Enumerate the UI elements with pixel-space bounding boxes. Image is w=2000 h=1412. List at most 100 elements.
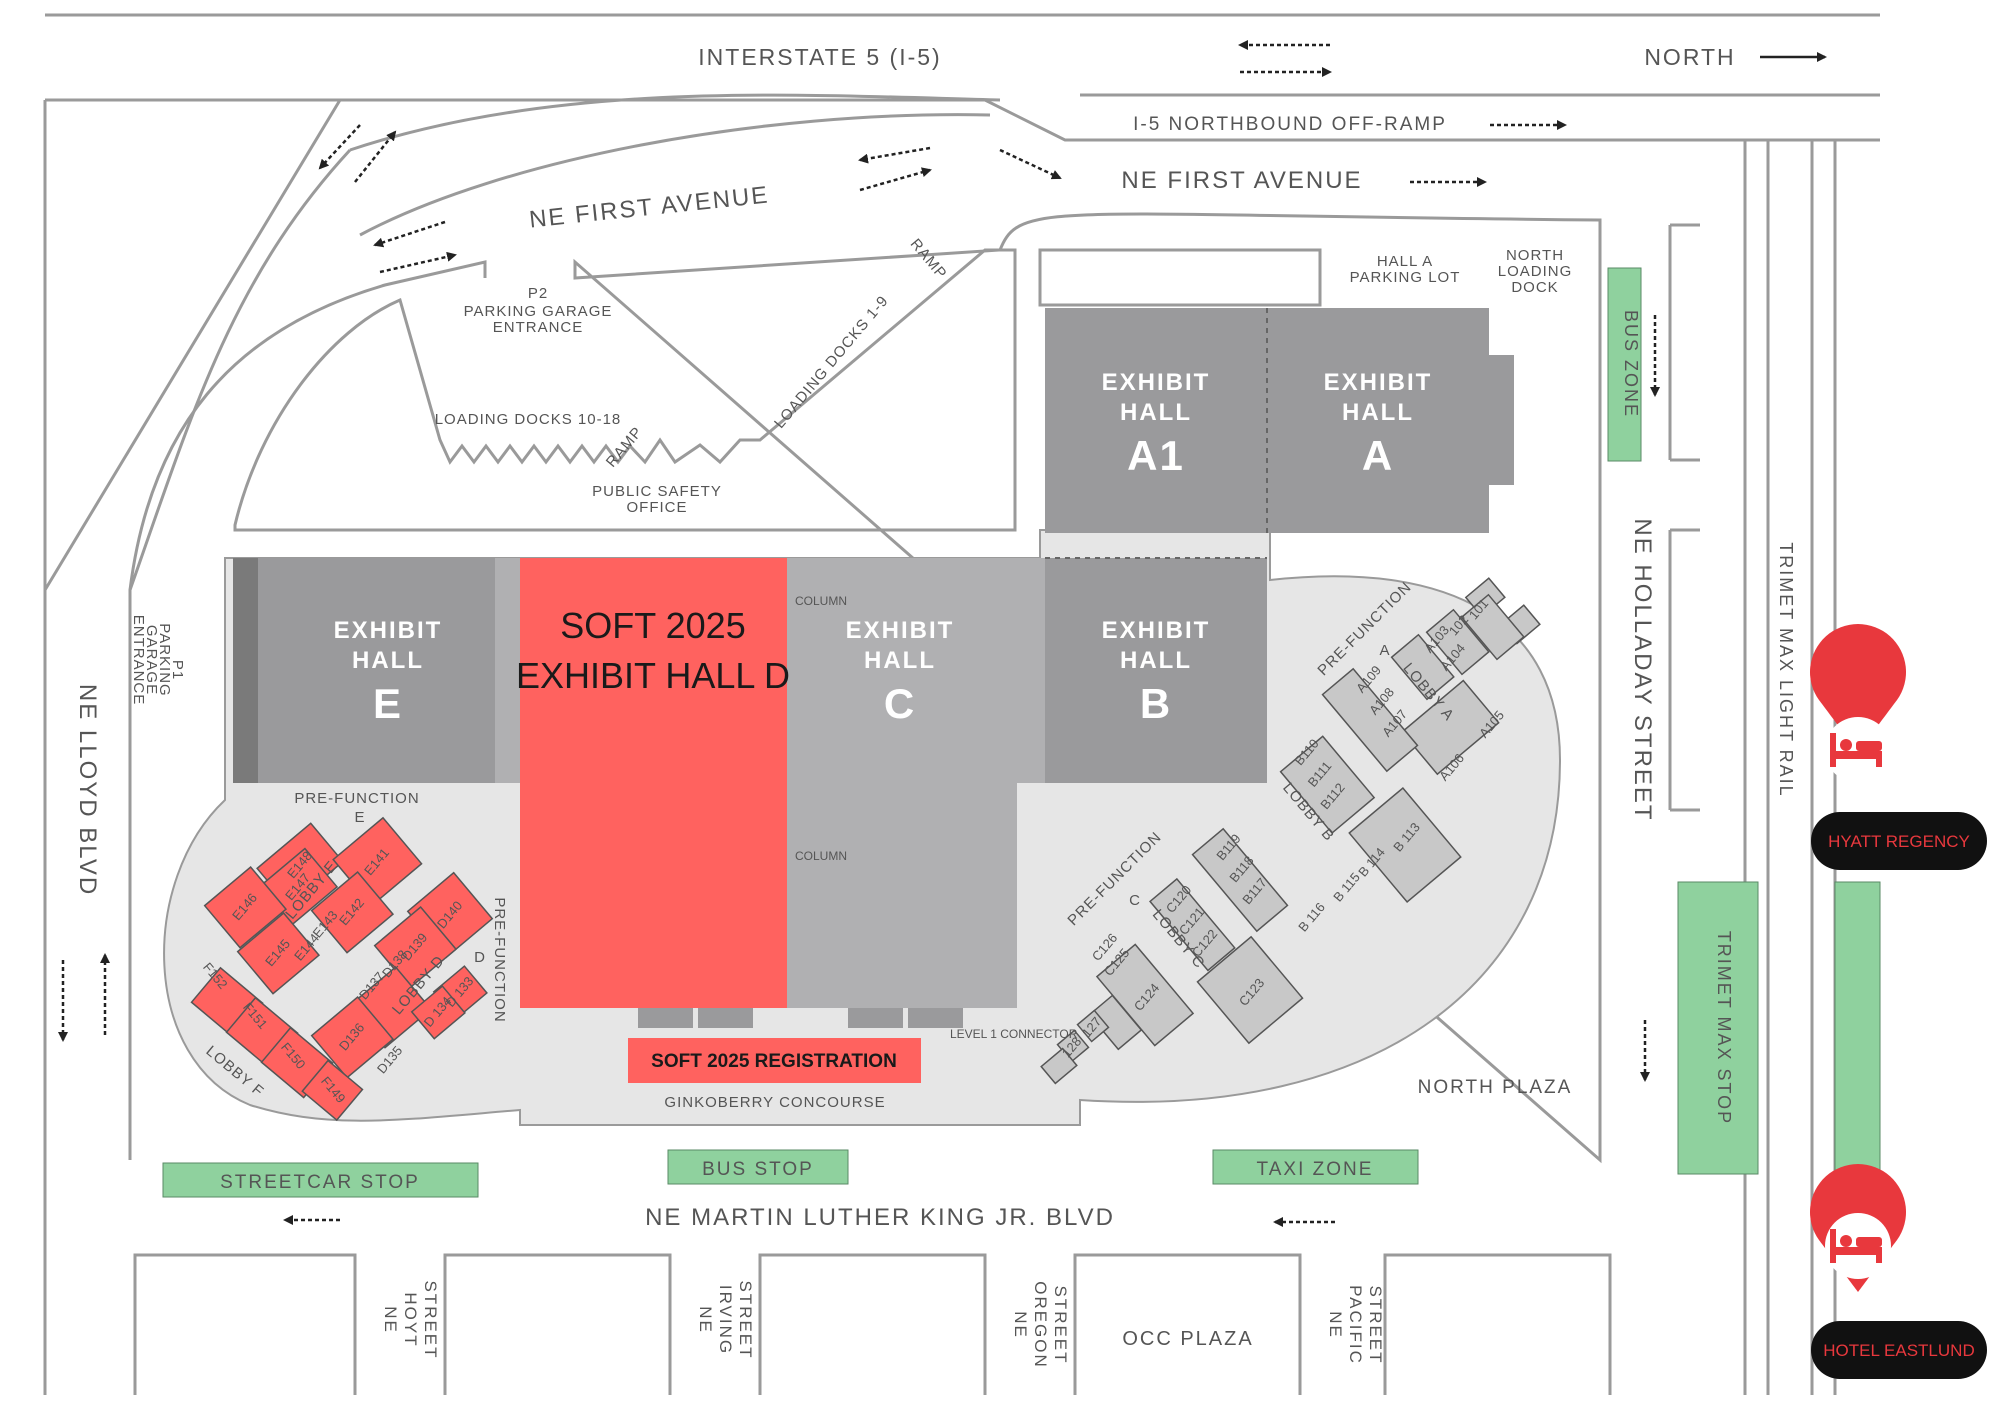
- svg-text:PARKING GARAGE: PARKING GARAGE: [464, 303, 613, 320]
- lobby-a-b-c-rooms[interactable]: [1040, 577, 1541, 1085]
- svg-text:STREET: STREET: [1366, 1285, 1385, 1364]
- svg-text:OREGON: OREGON: [1031, 1281, 1050, 1369]
- direction-arrows: [58, 40, 1827, 1227]
- column-label: COLUMN: [795, 594, 847, 608]
- svg-text:BUS ZONE: BUS ZONE: [1621, 310, 1641, 418]
- connector-boxes: [638, 1008, 963, 1028]
- svg-text:P1: P1: [169, 660, 186, 680]
- svg-text:LOADING DOCKS 1-9: LOADING DOCKS 1-9: [771, 292, 892, 432]
- max-platform: [1834, 881, 1881, 1175]
- svg-text:HALL: HALL: [1120, 647, 1192, 674]
- svg-text:GARAGE: GARAGE: [143, 625, 160, 695]
- svg-text:HALL A: HALL A: [1377, 253, 1433, 270]
- svg-text:HOYT: HOYT: [401, 1292, 420, 1347]
- svg-text:PUBLIC SAFETY: PUBLIC SAFETY: [592, 483, 722, 500]
- svg-text:NORTH: NORTH: [1644, 44, 1735, 70]
- svg-text:HOTEL EASTLUND: HOTEL EASTLUND: [1823, 1341, 1974, 1360]
- svg-text:LOADING DOCKS 10-18: LOADING DOCKS 10-18: [435, 411, 622, 428]
- svg-text:SOFT 2025: SOFT 2025: [560, 605, 745, 646]
- svg-text:PRE-FUNCTION: PRE-FUNCTION: [491, 897, 508, 1022]
- registration-area[interactable]: SOFT 2025 REGISTRATION: [628, 1038, 921, 1083]
- svg-text:NE LLOYD BLVD: NE LLOYD BLVD: [74, 684, 101, 896]
- svg-text:NE: NE: [381, 1306, 400, 1334]
- svg-text:PACIFIC: PACIFIC: [1346, 1285, 1365, 1365]
- svg-text:STREET: STREET: [736, 1280, 755, 1359]
- streetcar-stop[interactable]: STREETCAR STOP: [162, 1162, 479, 1198]
- svg-text:NE MARTIN LUTHER KING JR. BLVD: NE MARTIN LUTHER KING JR. BLVD: [645, 1204, 1115, 1231]
- svg-text:BUS STOP: BUS STOP: [702, 1159, 814, 1180]
- bed-icon: [1830, 733, 1882, 767]
- lobby-d-e-f-rooms[interactable]: [190, 816, 494, 1122]
- svg-text:NE: NE: [696, 1306, 715, 1334]
- svg-text:NE: NE: [1326, 1311, 1345, 1339]
- svg-text:D: D: [474, 949, 486, 966]
- svg-text:I-5 NORTHBOUND OFF-RAMP: I-5 NORTHBOUND OFF-RAMP: [1133, 114, 1447, 135]
- svg-text:TAXI ZONE: TAXI ZONE: [1257, 1159, 1374, 1180]
- taxi-zone[interactable]: TAXI ZONE: [1212, 1149, 1419, 1185]
- svg-text:NE FIRST AVENUE: NE FIRST AVENUE: [528, 182, 771, 234]
- svg-text:NE FIRST AVENUE: NE FIRST AVENUE: [1121, 167, 1362, 194]
- soft-2025-exhibit-hall-d[interactable]: SOFT 2025 EXHIBIT HALL D: [516, 558, 790, 1008]
- svg-text:NORTH: NORTH: [1506, 247, 1564, 264]
- svg-text:C: C: [1129, 892, 1141, 909]
- exhibit-hall-c[interactable]: EXHIBIT HALL C: [787, 558, 1045, 1008]
- svg-text:HYATT REGENCY: HYATT REGENCY: [1828, 832, 1970, 851]
- svg-text:INTERSTATE 5 (I-5): INTERSTATE 5 (I-5): [698, 44, 941, 70]
- svg-text:EXHIBIT: EXHIBIT: [846, 617, 955, 644]
- svg-text:ENTRANCE: ENTRANCE: [130, 615, 147, 706]
- loading-dock-area: [233, 248, 1322, 532]
- svg-text:TRIMET MAX LIGHT RAIL: TRIMET MAX LIGHT RAIL: [1776, 542, 1796, 797]
- svg-text:STREETCAR STOP: STREETCAR STOP: [220, 1172, 420, 1193]
- column-label: COLUMN: [795, 849, 847, 863]
- svg-text:B: B: [1140, 680, 1172, 727]
- svg-text:EXHIBIT: EXHIBIT: [1102, 617, 1211, 644]
- south-street-labels: NE HOYT STREET NE IRVING STREET NE OREGO…: [381, 1280, 1385, 1368]
- svg-text:E: E: [373, 680, 403, 727]
- bus-zone[interactable]: BUS ZONE: [1607, 267, 1642, 462]
- svg-text:NORTH PLAZA: NORTH PLAZA: [1418, 1077, 1573, 1098]
- bed-icon: [1830, 1229, 1882, 1263]
- svg-text:E: E: [354, 809, 365, 826]
- svg-text:A1: A1: [1127, 432, 1185, 479]
- svg-text:P2: P2: [528, 285, 548, 302]
- exhibit-hall-b[interactable]: EXHIBIT HALL B: [1045, 557, 1267, 783]
- svg-text:PARKING LOT: PARKING LOT: [1350, 269, 1461, 286]
- svg-text:EXHIBIT: EXHIBIT: [1102, 369, 1211, 396]
- svg-text:NE HOLLADAY STREET: NE HOLLADAY STREET: [1629, 518, 1656, 821]
- hotel-eastlund-marker[interactable]: HOTEL EASTLUND: [1810, 1164, 1987, 1379]
- svg-text:IRVING: IRVING: [716, 1285, 735, 1355]
- road-outlines: [43, 13, 1880, 1395]
- bus-stop[interactable]: BUS STOP: [667, 1149, 849, 1185]
- svg-text:OCC PLAZA: OCC PLAZA: [1122, 1328, 1253, 1350]
- svg-text:RAMP: RAMP: [907, 236, 950, 283]
- svg-text:HALL: HALL: [864, 647, 936, 674]
- exhibit-hall-a1[interactable]: EXHIBIT HALL A1: [1045, 308, 1267, 533]
- svg-text:DOCK: DOCK: [1511, 279, 1558, 296]
- svg-text:LEVEL 1 CONNECTOR: LEVEL 1 CONNECTOR: [950, 1027, 1078, 1041]
- svg-text:RAMP: RAMP: [603, 424, 646, 471]
- exhibit-hall-e[interactable]: EXHIBIT HALL E: [233, 558, 520, 783]
- svg-text:SOFT 2025 REGISTRATION: SOFT 2025 REGISTRATION: [651, 1051, 897, 1072]
- svg-text:C: C: [884, 680, 916, 727]
- svg-text:OFFICE: OFFICE: [627, 499, 688, 516]
- trimet-max-stop[interactable]: TRIMET MAX STOP: [1677, 881, 1759, 1175]
- svg-text:EXHIBIT HALL D: EXHIBIT HALL D: [516, 655, 790, 696]
- svg-text:A: A: [1379, 642, 1390, 659]
- svg-text:STREET: STREET: [421, 1280, 440, 1359]
- svg-text:LOADING: LOADING: [1498, 263, 1573, 280]
- svg-text:GINKOBERRY CONCOURSE: GINKOBERRY CONCOURSE: [664, 1094, 885, 1111]
- svg-text:HALL: HALL: [352, 647, 424, 674]
- hyatt-regency-marker[interactable]: HYATT REGENCY: [1810, 624, 1987, 870]
- exhibit-hall-a[interactable]: EXHIBIT HALL A: [1266, 308, 1514, 533]
- svg-text:HALL: HALL: [1120, 399, 1192, 426]
- svg-text:PRE-FUNCTION: PRE-FUNCTION: [294, 790, 419, 807]
- svg-text:PARKING: PARKING: [156, 623, 173, 696]
- svg-text:HALL: HALL: [1342, 399, 1414, 426]
- svg-text:A: A: [1362, 432, 1394, 479]
- svg-text:STREET: STREET: [1051, 1285, 1070, 1364]
- svg-text:TRIMET MAX STOP: TRIMET MAX STOP: [1714, 931, 1734, 1125]
- svg-text:EXHIBIT: EXHIBIT: [1324, 369, 1433, 396]
- svg-text:NE: NE: [1011, 1311, 1030, 1339]
- svg-text:EXHIBIT: EXHIBIT: [334, 617, 443, 644]
